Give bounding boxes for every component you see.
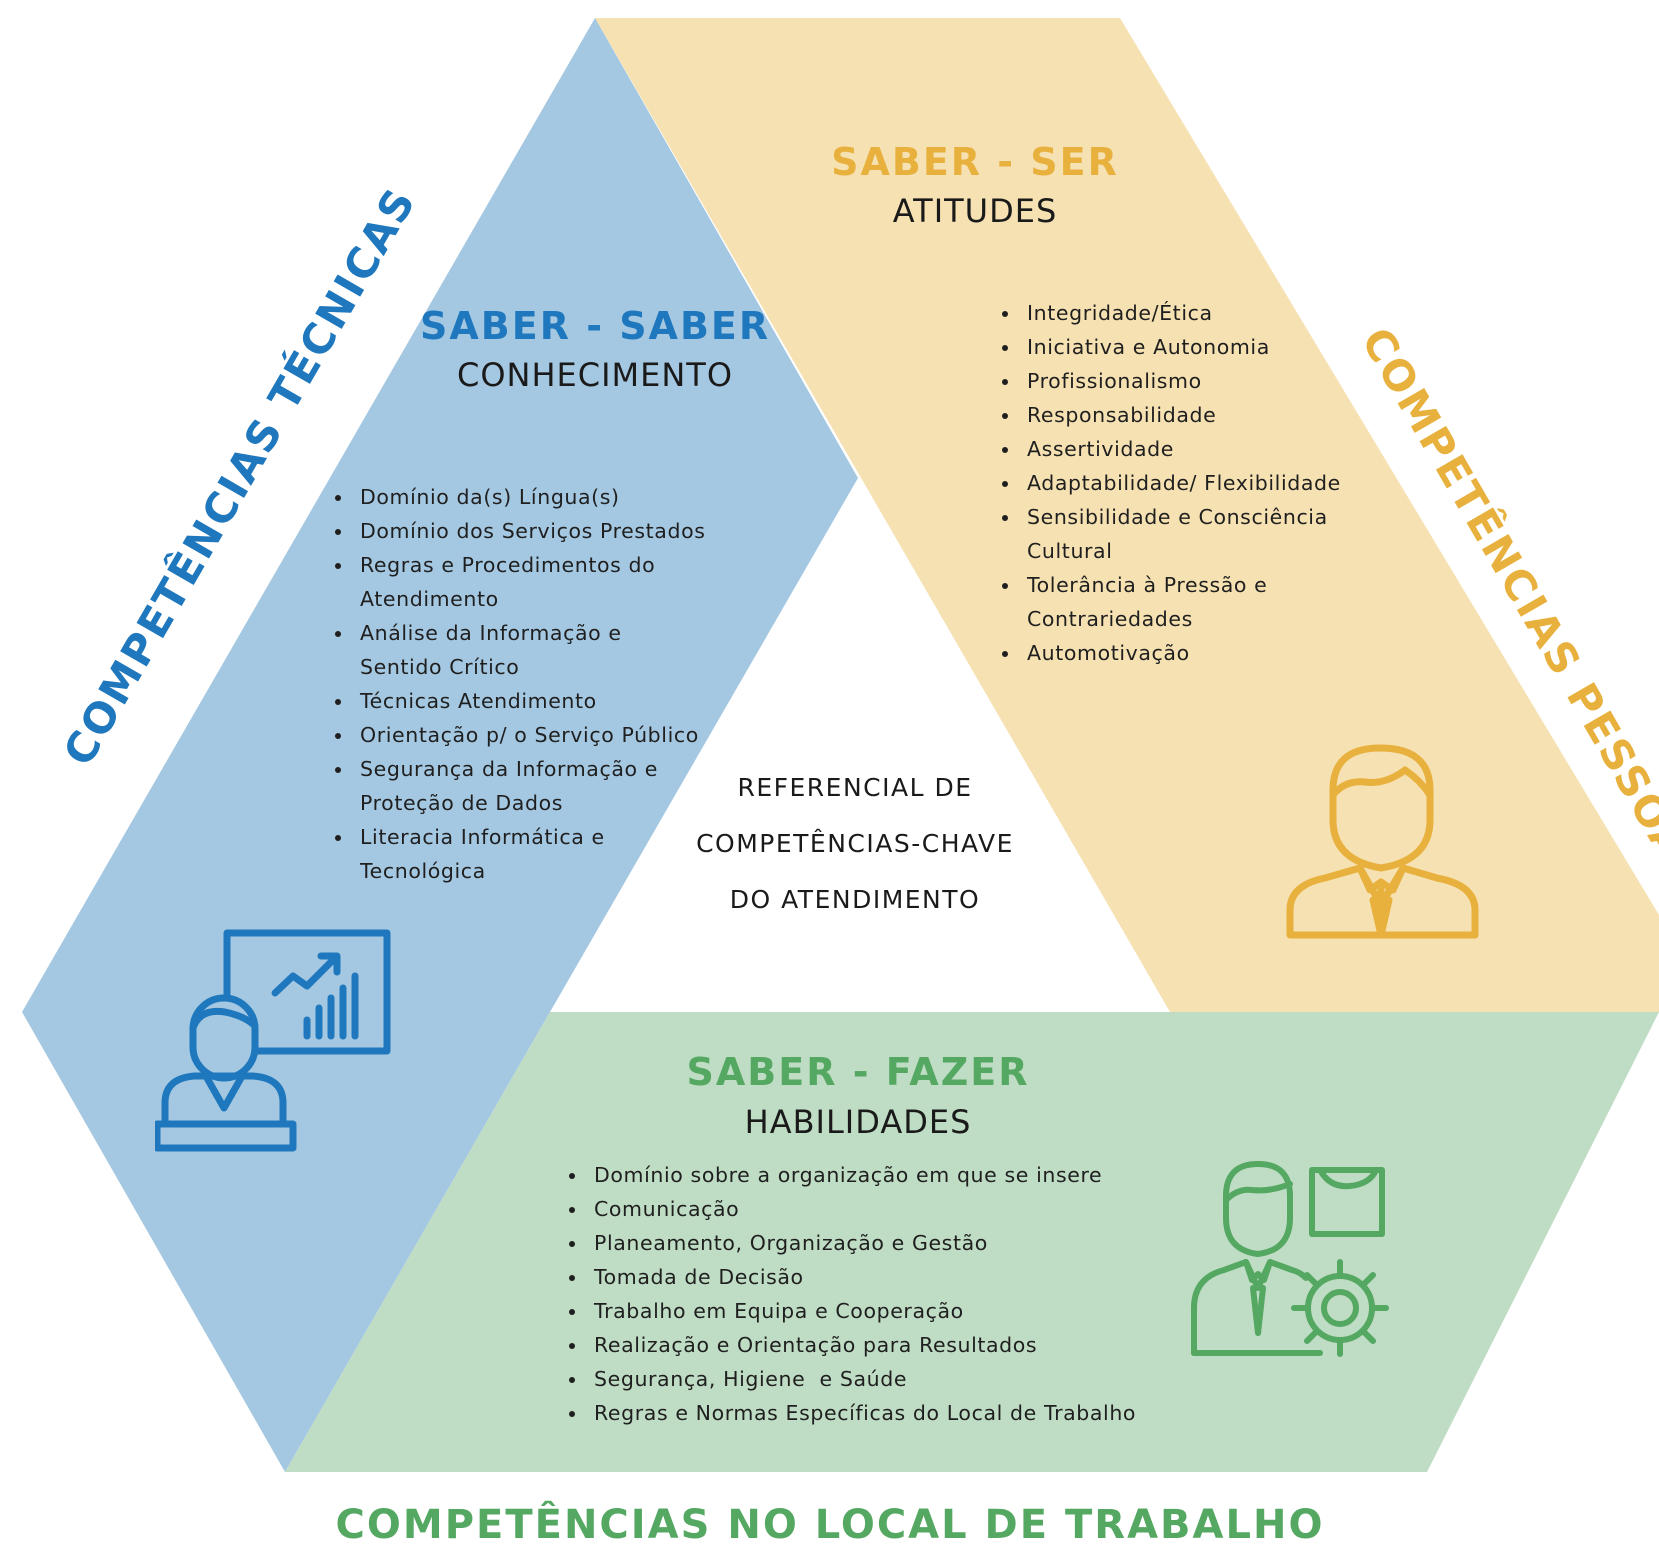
saber-ser-title: SABER - SER xyxy=(831,140,1119,184)
saber-saber-title: SABER - SABER xyxy=(420,304,771,348)
list-item: Profissionalismo xyxy=(1021,364,1401,398)
list-item: Realização e Orientação para Resultados xyxy=(588,1328,1188,1362)
list-item: Integridade/Ética xyxy=(1021,296,1401,330)
list-item: Trabalho em Equipa e Cooperação xyxy=(588,1294,1188,1328)
list-item: Domínio sobre a organização em que se in… xyxy=(588,1158,1188,1192)
presenter-chart-icon xyxy=(155,928,395,1160)
saber-fazer-list: Domínio sobre a organização em que se in… xyxy=(560,1158,1188,1430)
list-item: Orientação p/ o Serviço Público xyxy=(354,718,744,752)
saber-ser-list: Integridade/Ética Iniciativa e Autonomia… xyxy=(993,296,1401,670)
center-line-1: REFERENCIAL DE xyxy=(737,773,973,802)
saber-saber-subtitle: CONHECIMENTO xyxy=(456,356,734,394)
list-item: Domínio dos Serviços Prestados xyxy=(354,514,744,548)
list-item: Análise da Informação e Sentido Crítico xyxy=(354,616,700,684)
list-item: Assertividade xyxy=(1021,432,1401,466)
center-line-2: COMPETÊNCIAS-CHAVE xyxy=(696,829,1014,858)
list-item: Segurança, Higiene e Saúde xyxy=(588,1362,1188,1396)
list-item: Tomada de Decisão xyxy=(588,1260,1188,1294)
list-item: Técnicas Atendimento xyxy=(354,684,744,718)
list-item: Adaptabilidade/ Flexibilidade xyxy=(1021,466,1401,500)
list-item: Tolerância à Pressão e Contrariedades xyxy=(1021,568,1287,636)
list-item: Automotivação xyxy=(1021,636,1401,670)
side-label-bottom: COMPETÊNCIAS NO LOCAL DE TRABALHO xyxy=(335,1502,1325,1548)
businessman-icon xyxy=(1285,740,1485,940)
saber-saber-list: Domínio da(s) Língua(s) Domínio dos Serv… xyxy=(326,480,744,888)
center-caption: REFERENCIAL DE COMPETÊNCIAS-CHAVE DO ATE… xyxy=(640,760,1070,928)
list-item: Comunicação xyxy=(588,1192,1188,1226)
list-item: Regras e Normas Específicas do Local de … xyxy=(588,1396,1188,1430)
saber-fazer-subtitle: HABILIDADES xyxy=(744,1103,972,1141)
list-item: Domínio da(s) Língua(s) xyxy=(354,480,744,514)
list-item: Segurança da Informação e Proteção de Da… xyxy=(354,752,680,820)
saber-ser-subtitle: ATITUDES xyxy=(892,192,1058,230)
blue-band xyxy=(22,18,858,1472)
saber-fazer-title: SABER - FAZER xyxy=(686,1050,1030,1094)
list-item: Responsabilidade xyxy=(1021,398,1401,432)
worker-gear-icon xyxy=(1190,1158,1390,1358)
list-item: Regras e Procedimentos do Atendimento xyxy=(354,548,690,616)
list-item: Sensibilidade e Consciência Cultural xyxy=(1021,500,1347,568)
list-item: Literacia Informática e Tecnológica xyxy=(354,820,620,888)
list-item: Iniciativa e Autonomia xyxy=(1021,330,1401,364)
green-band xyxy=(285,1012,1659,1472)
list-item: Planeamento, Organização e Gestão xyxy=(588,1226,1188,1260)
yellow-band xyxy=(595,18,1659,1012)
center-line-3: DO ATENDIMENTO xyxy=(729,885,981,914)
